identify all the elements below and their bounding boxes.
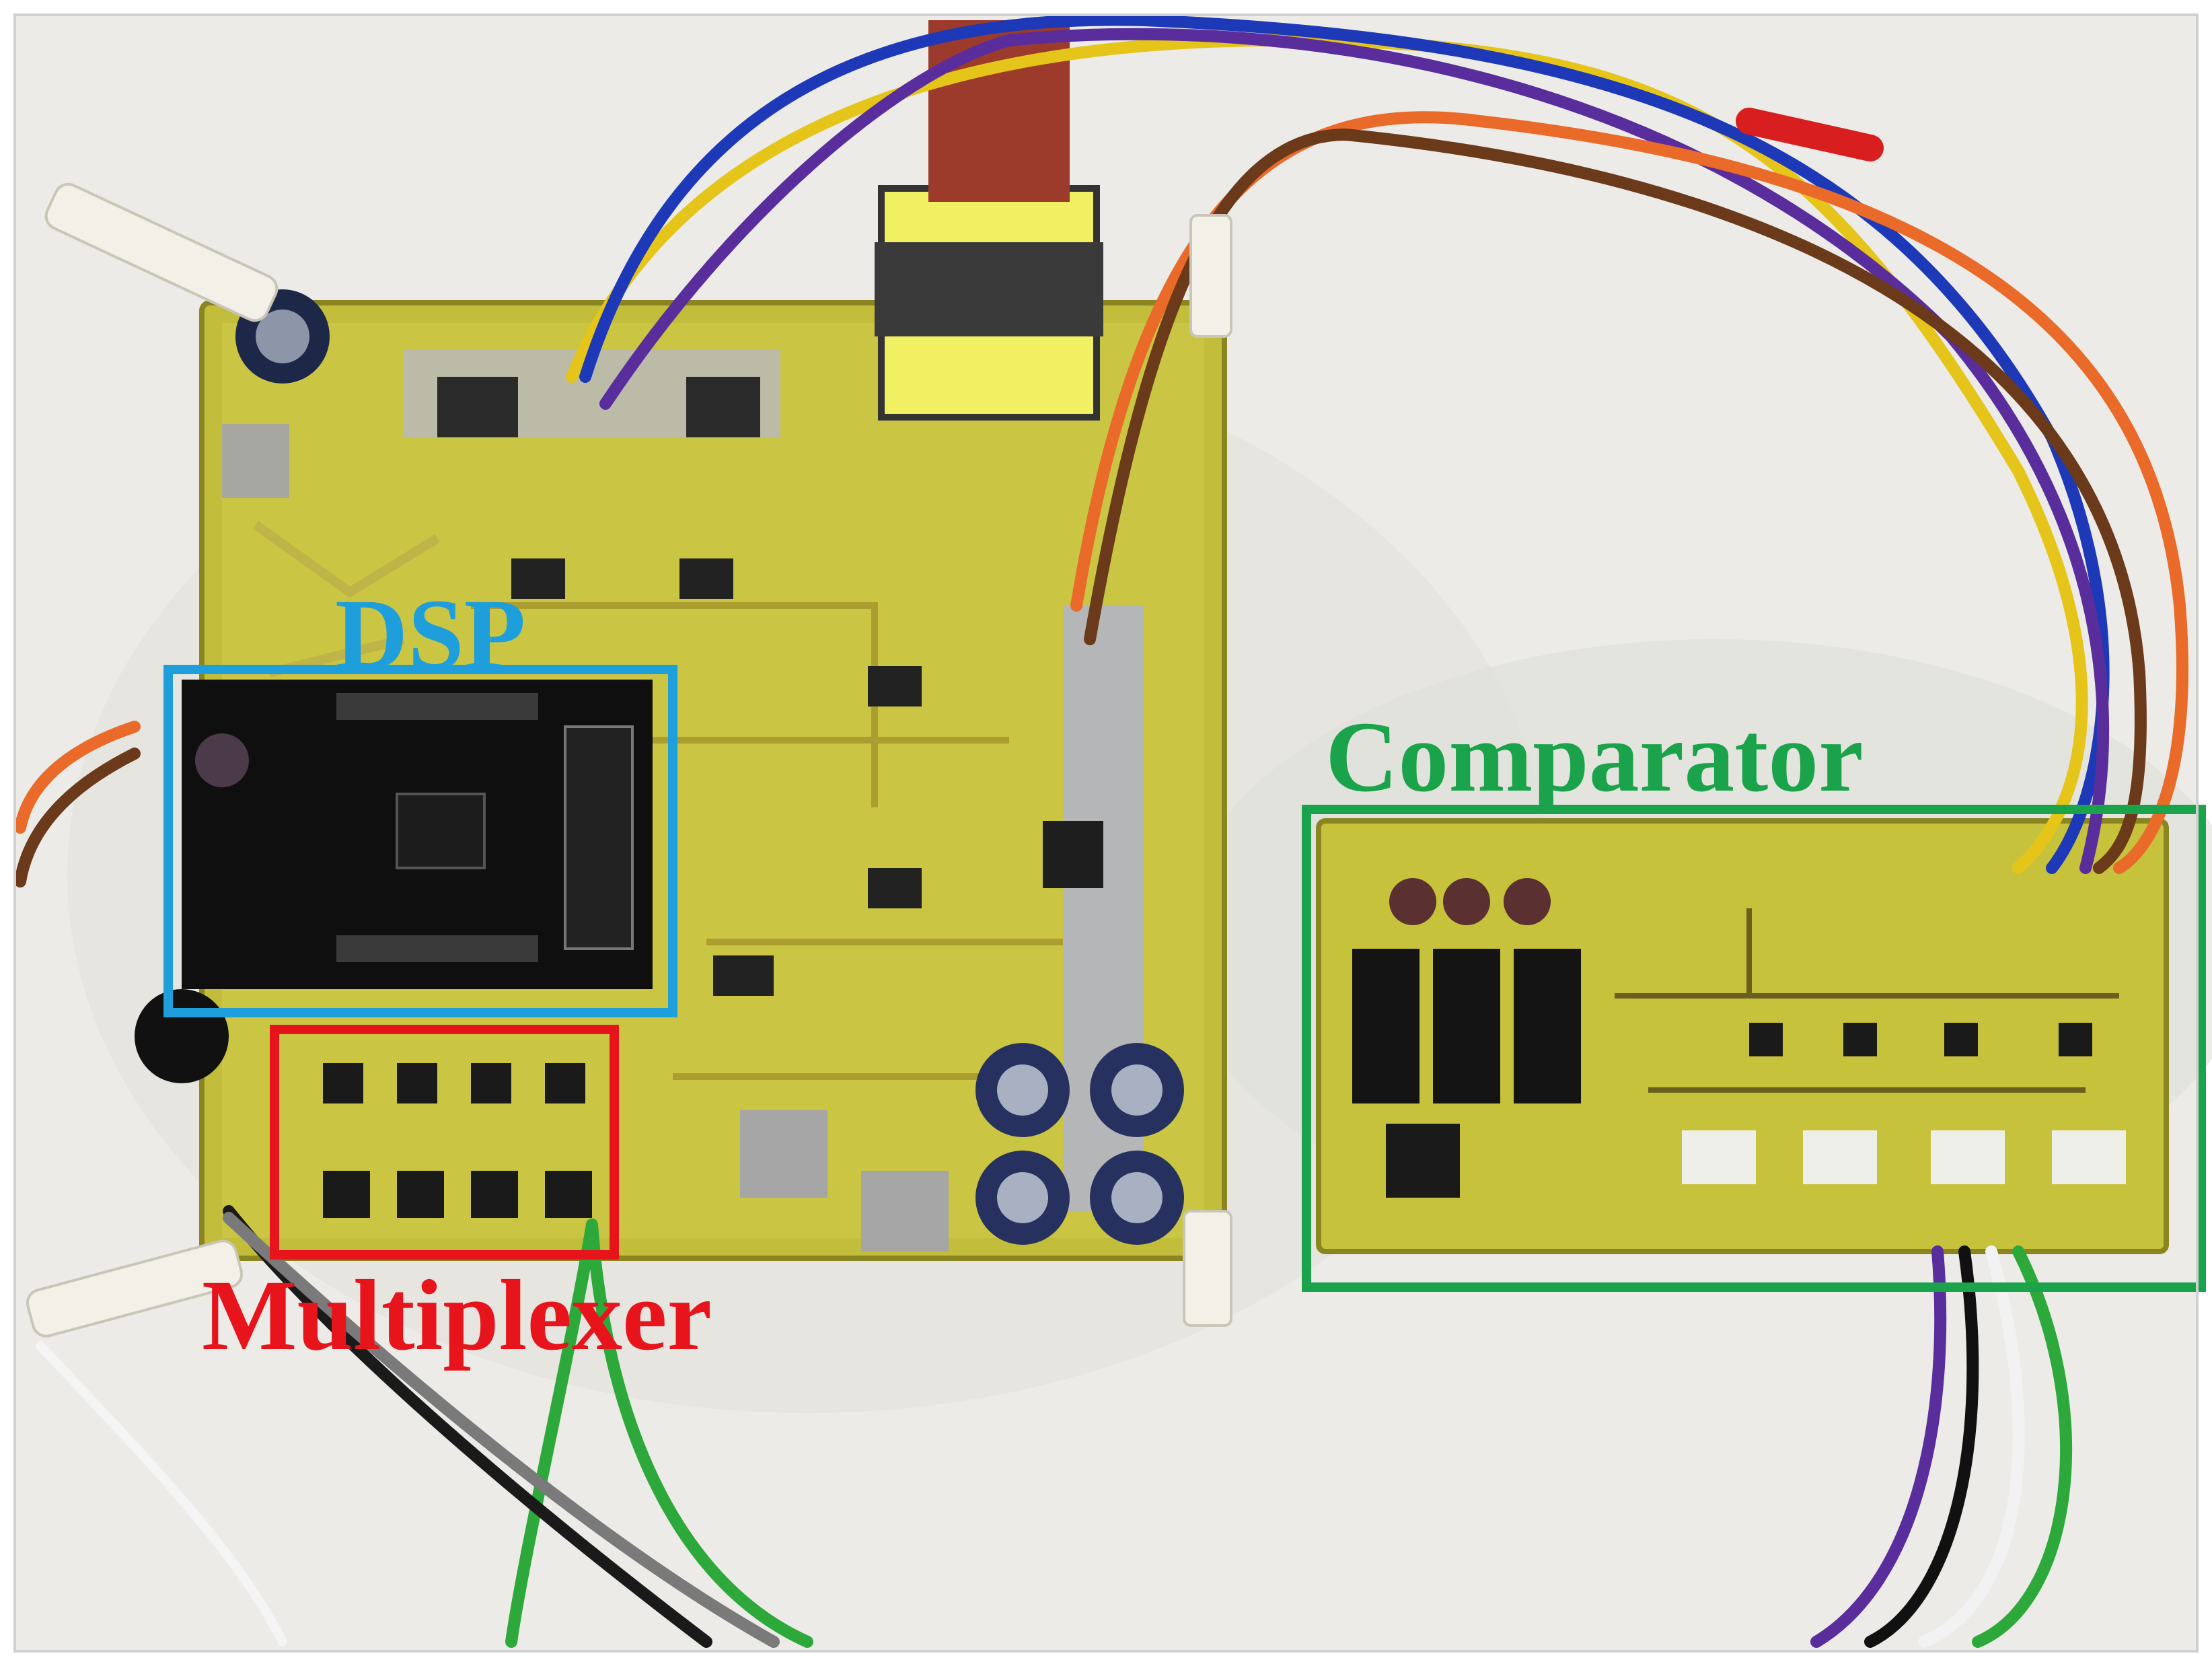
screw-terminal	[740, 1110, 827, 1198]
capacitor	[928, 20, 1070, 202]
comparator-board	[1316, 818, 2169, 1254]
multiplexer-highlight-box	[270, 1025, 619, 1260]
dsp-module	[182, 680, 653, 989]
dsp-highlight-box	[163, 665, 677, 1017]
inductor	[135, 989, 229, 1083]
standoffs	[26, 182, 1232, 1338]
comparator-label: Comparator	[1325, 701, 1864, 813]
multiplexer-label: Multiplexer	[202, 1260, 712, 1371]
multiplexer-chips	[323, 1063, 592, 1218]
dsp-label: DSP	[335, 579, 526, 690]
photo-frame	[13, 13, 2199, 1653]
comparator-highlight-box	[1302, 805, 2206, 1292]
screw-terminal	[861, 1171, 949, 1252]
wires	[14, 13, 2188, 1648]
